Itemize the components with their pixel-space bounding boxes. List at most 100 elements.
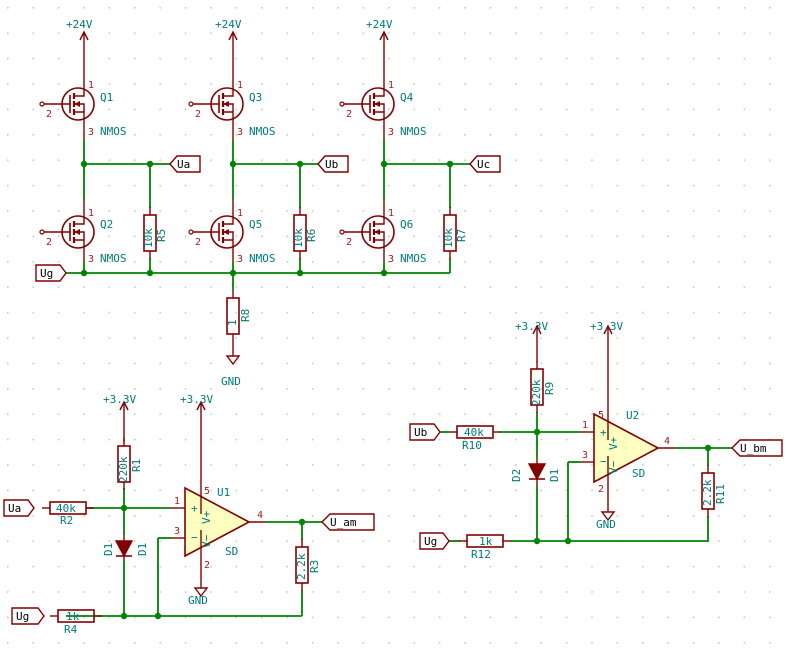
resistor-r10[interactable]: 40k R10 — [448, 425, 502, 452]
pin-out-u1: 4 — [257, 510, 263, 521]
svg-text:Ua: Ua — [177, 158, 190, 171]
pin-source-q2: 3 — [88, 254, 94, 265]
pin-out-u2: 4 — [664, 436, 670, 447]
pin-vm-u2: 2 — [598, 484, 604, 495]
resistor-r4[interactable]: 1k R4 — [49, 609, 103, 636]
svg-text:Uc: Uc — [477, 158, 490, 171]
ref-q5: Q5 — [249, 218, 262, 231]
pin-vp-u1: 5 — [204, 486, 210, 497]
transistor-q1[interactable]: +24V Q1 NMOS 2 1 3 — [38, 18, 127, 140]
diode-d2[interactable]: D2 D1 — [510, 458, 561, 486]
gnd-label-r8: GND — [221, 375, 241, 388]
value-r12: 1k — [479, 535, 493, 548]
resistor-r5[interactable]: 10k R5 — [142, 206, 168, 260]
svg-text:Ug: Ug — [16, 610, 29, 623]
resistor-r9[interactable]: 220k R9 — [530, 360, 556, 414]
ref-u2: U2 — [626, 409, 639, 422]
net-label-ua-in[interactable]: Ua — [3, 499, 35, 517]
ref-r5: R5 — [155, 229, 168, 242]
type-q3: NMOS — [249, 125, 276, 138]
ref-r12: R12 — [471, 548, 491, 561]
value-r6: 10k — [292, 228, 305, 248]
pin-drain-q5: 1 — [237, 208, 243, 219]
svg-text:Ua: Ua — [8, 502, 21, 515]
resistor-r3[interactable]: 2.2k R3 — [295, 538, 321, 592]
opamp-u2[interactable]: +3.3V GND U2 SD + − V+ V− 1 3 4 5 2 — [580, 320, 676, 531]
transistor-q3[interactable]: +24V Q3 NMOS 2 1 3 — [187, 18, 276, 140]
transistor-q2[interactable]: Q2 NMOS 2 1 3 — [38, 200, 127, 265]
pin-vm-u1: 2 — [204, 560, 210, 571]
ref-r3: R3 — [308, 560, 321, 573]
resistor-r12[interactable]: 1k R12 — [458, 534, 512, 561]
net-label-ua[interactable]: Ua — [169, 155, 201, 173]
type-q1: NMOS — [100, 125, 127, 138]
ref-u1: U1 — [217, 486, 230, 499]
net-label-ug-u2[interactable]: Ug — [419, 532, 450, 550]
net-label-ug-u1[interactable]: Ug — [11, 607, 45, 625]
svg-text:Ug: Ug — [40, 267, 53, 280]
diode-d1[interactable]: D1 D1 — [102, 535, 149, 560]
resistor-r7[interactable]: 10k R7 — [442, 206, 468, 260]
pin-gate-q6: 2 — [346, 237, 352, 248]
net-label-u-am[interactable]: U_am — [321, 513, 375, 531]
net-label-uc[interactable]: Uc — [469, 155, 501, 173]
power-33v-r9: +3.3V — [515, 320, 548, 362]
ref-q1: Q1 — [100, 91, 113, 104]
power-label-q4: +24V — [366, 18, 393, 31]
ref-r10: R10 — [462, 439, 482, 452]
value-d2: D1 — [548, 469, 561, 482]
ref-r4: R4 — [64, 623, 78, 636]
pin-source-q4: 3 — [388, 127, 394, 138]
svg-text:Ub: Ub — [414, 426, 427, 439]
ref-d1: D1 — [102, 543, 115, 556]
transistor-q4[interactable]: +24V Q4 NMOS 2 1 3 — [338, 18, 427, 140]
transistor-q5[interactable]: Q5 NMOS 2 1 3 — [187, 200, 276, 265]
net-label-u-bm[interactable]: U_bm — [731, 439, 783, 457]
net-label-ub[interactable]: Ub — [317, 155, 349, 173]
pin-in1-u1: 1 — [174, 496, 180, 507]
ref-r1: R1 — [130, 459, 143, 472]
resistor-r11[interactable]: 2.2k R11 — [701, 464, 727, 518]
svg-text:+3.3V: +3.3V — [103, 393, 136, 406]
value-r8: 1 — [226, 319, 239, 326]
transistor-q6[interactable]: Q6 NMOS 2 1 3 — [338, 200, 427, 265]
vplus-u1: V+ — [200, 510, 213, 524]
ref-q6: Q6 — [400, 218, 413, 231]
gnd-label-u1: GND — [188, 594, 208, 607]
svg-text:Ug: Ug — [424, 535, 437, 548]
pin-drain-q2: 1 — [88, 208, 94, 219]
resistor-r8[interactable]: 1 R8 GND — [221, 289, 252, 388]
value-r9: 220k — [530, 379, 543, 406]
pin-drain-q6: 1 — [388, 208, 394, 219]
junction-dots — [80, 160, 712, 620]
gnd-label-u2: GND — [596, 518, 616, 531]
pin-drain-q4: 1 — [388, 80, 394, 91]
opamp-u1[interactable]: +3.3V GND U1 SD + − V+ V− 1 3 4 5 2 — [171, 393, 266, 607]
pin-vp-u2: 5 — [598, 410, 604, 421]
resistor-r1[interactable]: 220k R1 — [117, 437, 143, 491]
type-q4: NMOS — [400, 125, 427, 138]
power-label-u2: +3.3V — [590, 320, 623, 333]
svg-text:Ub: Ub — [325, 158, 338, 171]
resistor-r6[interactable]: 10k R6 — [292, 206, 318, 260]
pin-source-q5: 3 — [237, 254, 243, 265]
in-minus-u2: − — [600, 455, 607, 468]
value-r10: 40k — [464, 426, 484, 439]
in-plus-u2: + — [600, 426, 607, 439]
pin-drain-q1: 1 — [88, 80, 94, 91]
value-r1: 220k — [117, 456, 130, 483]
svg-text:+3.3V: +3.3V — [515, 320, 548, 333]
vplus-u2: V+ — [607, 436, 620, 450]
resistor-r2[interactable]: 40k R2 — [41, 501, 95, 527]
ref-q4: Q4 — [400, 91, 414, 104]
ref-r9: R9 — [543, 382, 556, 395]
net-label-ub-in[interactable]: Ub — [409, 423, 441, 441]
ref-q3: Q3 — [249, 91, 262, 104]
net-label-ug[interactable]: Ug — [35, 264, 67, 282]
pin-in3-u1: 3 — [174, 526, 180, 537]
pin-drain-q3: 1 — [237, 80, 243, 91]
value-d1: D1 — [136, 543, 149, 556]
ref-d2: D2 — [510, 469, 523, 482]
value-r7: 10k — [442, 228, 455, 248]
svg-text:U_am: U_am — [330, 516, 357, 529]
